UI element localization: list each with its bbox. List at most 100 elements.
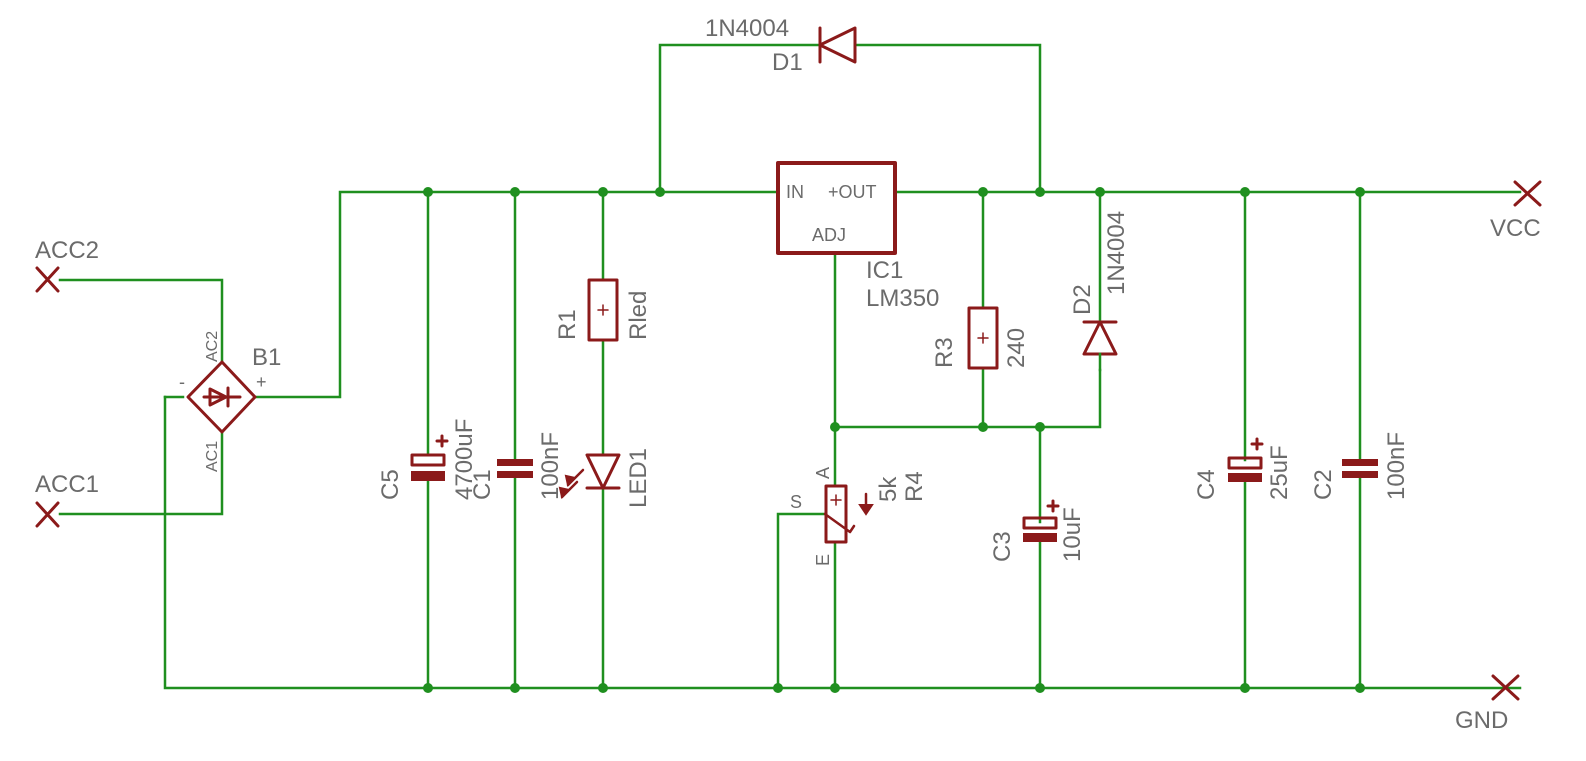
- r3-plus-icon: [977, 332, 989, 344]
- wire-acc1: [58, 430, 224, 516]
- junction: [423, 683, 433, 693]
- c4-plus-icon: [1250, 437, 1264, 451]
- net-label-vcc: VCC: [1490, 215, 1541, 242]
- junction: [830, 422, 840, 432]
- junction: [830, 683, 840, 693]
- junction: [1355, 683, 1365, 693]
- ic1-pin-out: +OUT: [828, 182, 877, 202]
- junction: [598, 187, 608, 197]
- capacitor-c2: [1342, 459, 1378, 478]
- r4-name: R4: [901, 471, 928, 502]
- r1-name: R1: [554, 309, 581, 340]
- capacitor-c4: [1227, 437, 1264, 482]
- r3-body: [967, 306, 999, 370]
- d2-name: D2: [1069, 284, 1096, 315]
- junction: [655, 187, 665, 197]
- junction: [1035, 683, 1045, 693]
- r4-pin-s: S: [790, 492, 802, 512]
- c3-plate-top: [1022, 516, 1058, 530]
- junction: [510, 187, 520, 197]
- c2-value: 100nF: [1383, 432, 1410, 500]
- c3-name: C3: [989, 531, 1016, 562]
- b1-pin-ac1: AC1: [204, 441, 221, 472]
- junction: [1035, 422, 1045, 432]
- terminal-gnd-icon: [1491, 674, 1520, 701]
- capacitor-c5: [410, 434, 449, 481]
- c2-plate-top: [1342, 459, 1378, 466]
- wire-acc2: [58, 278, 224, 364]
- junction: [598, 683, 608, 693]
- ic1-name: IC1: [866, 257, 903, 284]
- junction: [510, 683, 520, 693]
- net-label-gnd: GND: [1455, 707, 1508, 734]
- b1-pin-plus: +: [256, 372, 267, 392]
- r1-body: [587, 278, 619, 342]
- terminals: [35, 180, 1542, 701]
- r3-value: 240: [1003, 328, 1030, 368]
- net-label-acc2: ACC2: [35, 237, 99, 264]
- c4-name: C4: [1193, 469, 1220, 500]
- d1-value: 1N4004: [705, 15, 789, 42]
- c5-plus-icon: [435, 434, 449, 448]
- led1-body: [585, 453, 621, 490]
- diode-d1: [818, 26, 857, 64]
- junction: [1355, 187, 1365, 197]
- wire-bridge-plus: [253, 190, 780, 399]
- r4-trim-arrow-icon: [823, 512, 856, 534]
- terminal-acc1-icon: [35, 501, 60, 528]
- r4-adjust-arrowhead: [858, 504, 874, 516]
- b1-pin-minus: -: [179, 372, 185, 392]
- led-led1: [558, 453, 621, 499]
- resistor-r3: [967, 306, 999, 370]
- labels: ACC2 ACC1 VCC GND B1 AC2 AC1 - + C5 4700…: [35, 15, 1541, 734]
- terminal-vcc-icon: [1513, 180, 1542, 207]
- d1-body: [818, 26, 857, 64]
- bridge-diode-icon: [202, 386, 242, 408]
- junction: [978, 187, 988, 197]
- capacitor-c3: [1022, 499, 1060, 542]
- ic1-value: LM350: [866, 285, 939, 312]
- junction: [1240, 187, 1250, 197]
- trimmer-r4: [823, 484, 874, 544]
- led1-arrowhead: [558, 474, 577, 499]
- r1-plus-icon: [597, 304, 609, 316]
- terminal-acc2-icon: [35, 266, 60, 293]
- r4-value: 5k: [875, 476, 902, 502]
- wire-r4-wiper: [776, 512, 827, 690]
- c4-plate-bottom: [1228, 473, 1262, 482]
- c3-plate-bottom: [1023, 533, 1057, 542]
- junction: [423, 187, 433, 197]
- r4-pin-a: A: [813, 467, 833, 479]
- ic1-pin-adj: ADJ: [812, 225, 846, 245]
- c5-name: C5: [377, 469, 404, 500]
- c5-plate-bottom: [411, 471, 445, 481]
- r3-name: R3: [931, 337, 958, 368]
- led1-name: LED1: [625, 448, 652, 508]
- c4-value: 25uF: [1266, 445, 1293, 500]
- r4-plus-icon: [830, 494, 842, 506]
- junction: [773, 683, 783, 693]
- c4-plate-top: [1227, 456, 1263, 470]
- wires: [58, 43, 1522, 690]
- bridge-rectifier-b1: [186, 360, 257, 434]
- resistor-r1: [587, 278, 619, 342]
- wire-adj-node: [833, 368, 1102, 429]
- d1-name: D1: [772, 49, 803, 76]
- ic1-pin-in: IN: [786, 182, 804, 202]
- d2-value: 1N4004: [1103, 211, 1130, 295]
- c5-value: 4700uF: [451, 419, 478, 500]
- ic1-body: [776, 161, 897, 255]
- b1-name: B1: [252, 344, 281, 371]
- r1-value: Rled: [625, 291, 652, 340]
- c5-plate-top: [410, 453, 446, 467]
- c1-plate-bottom: [497, 471, 533, 478]
- regulator-ic1: [776, 161, 897, 255]
- c1-plate-top: [497, 459, 533, 466]
- c3-value: 10uF: [1059, 507, 1086, 562]
- c2-name: C2: [1310, 469, 1337, 500]
- c1-name: C1: [469, 469, 496, 500]
- junctions: [423, 187, 1365, 693]
- junction: [1240, 683, 1250, 693]
- c1-value: 100nF: [537, 432, 564, 500]
